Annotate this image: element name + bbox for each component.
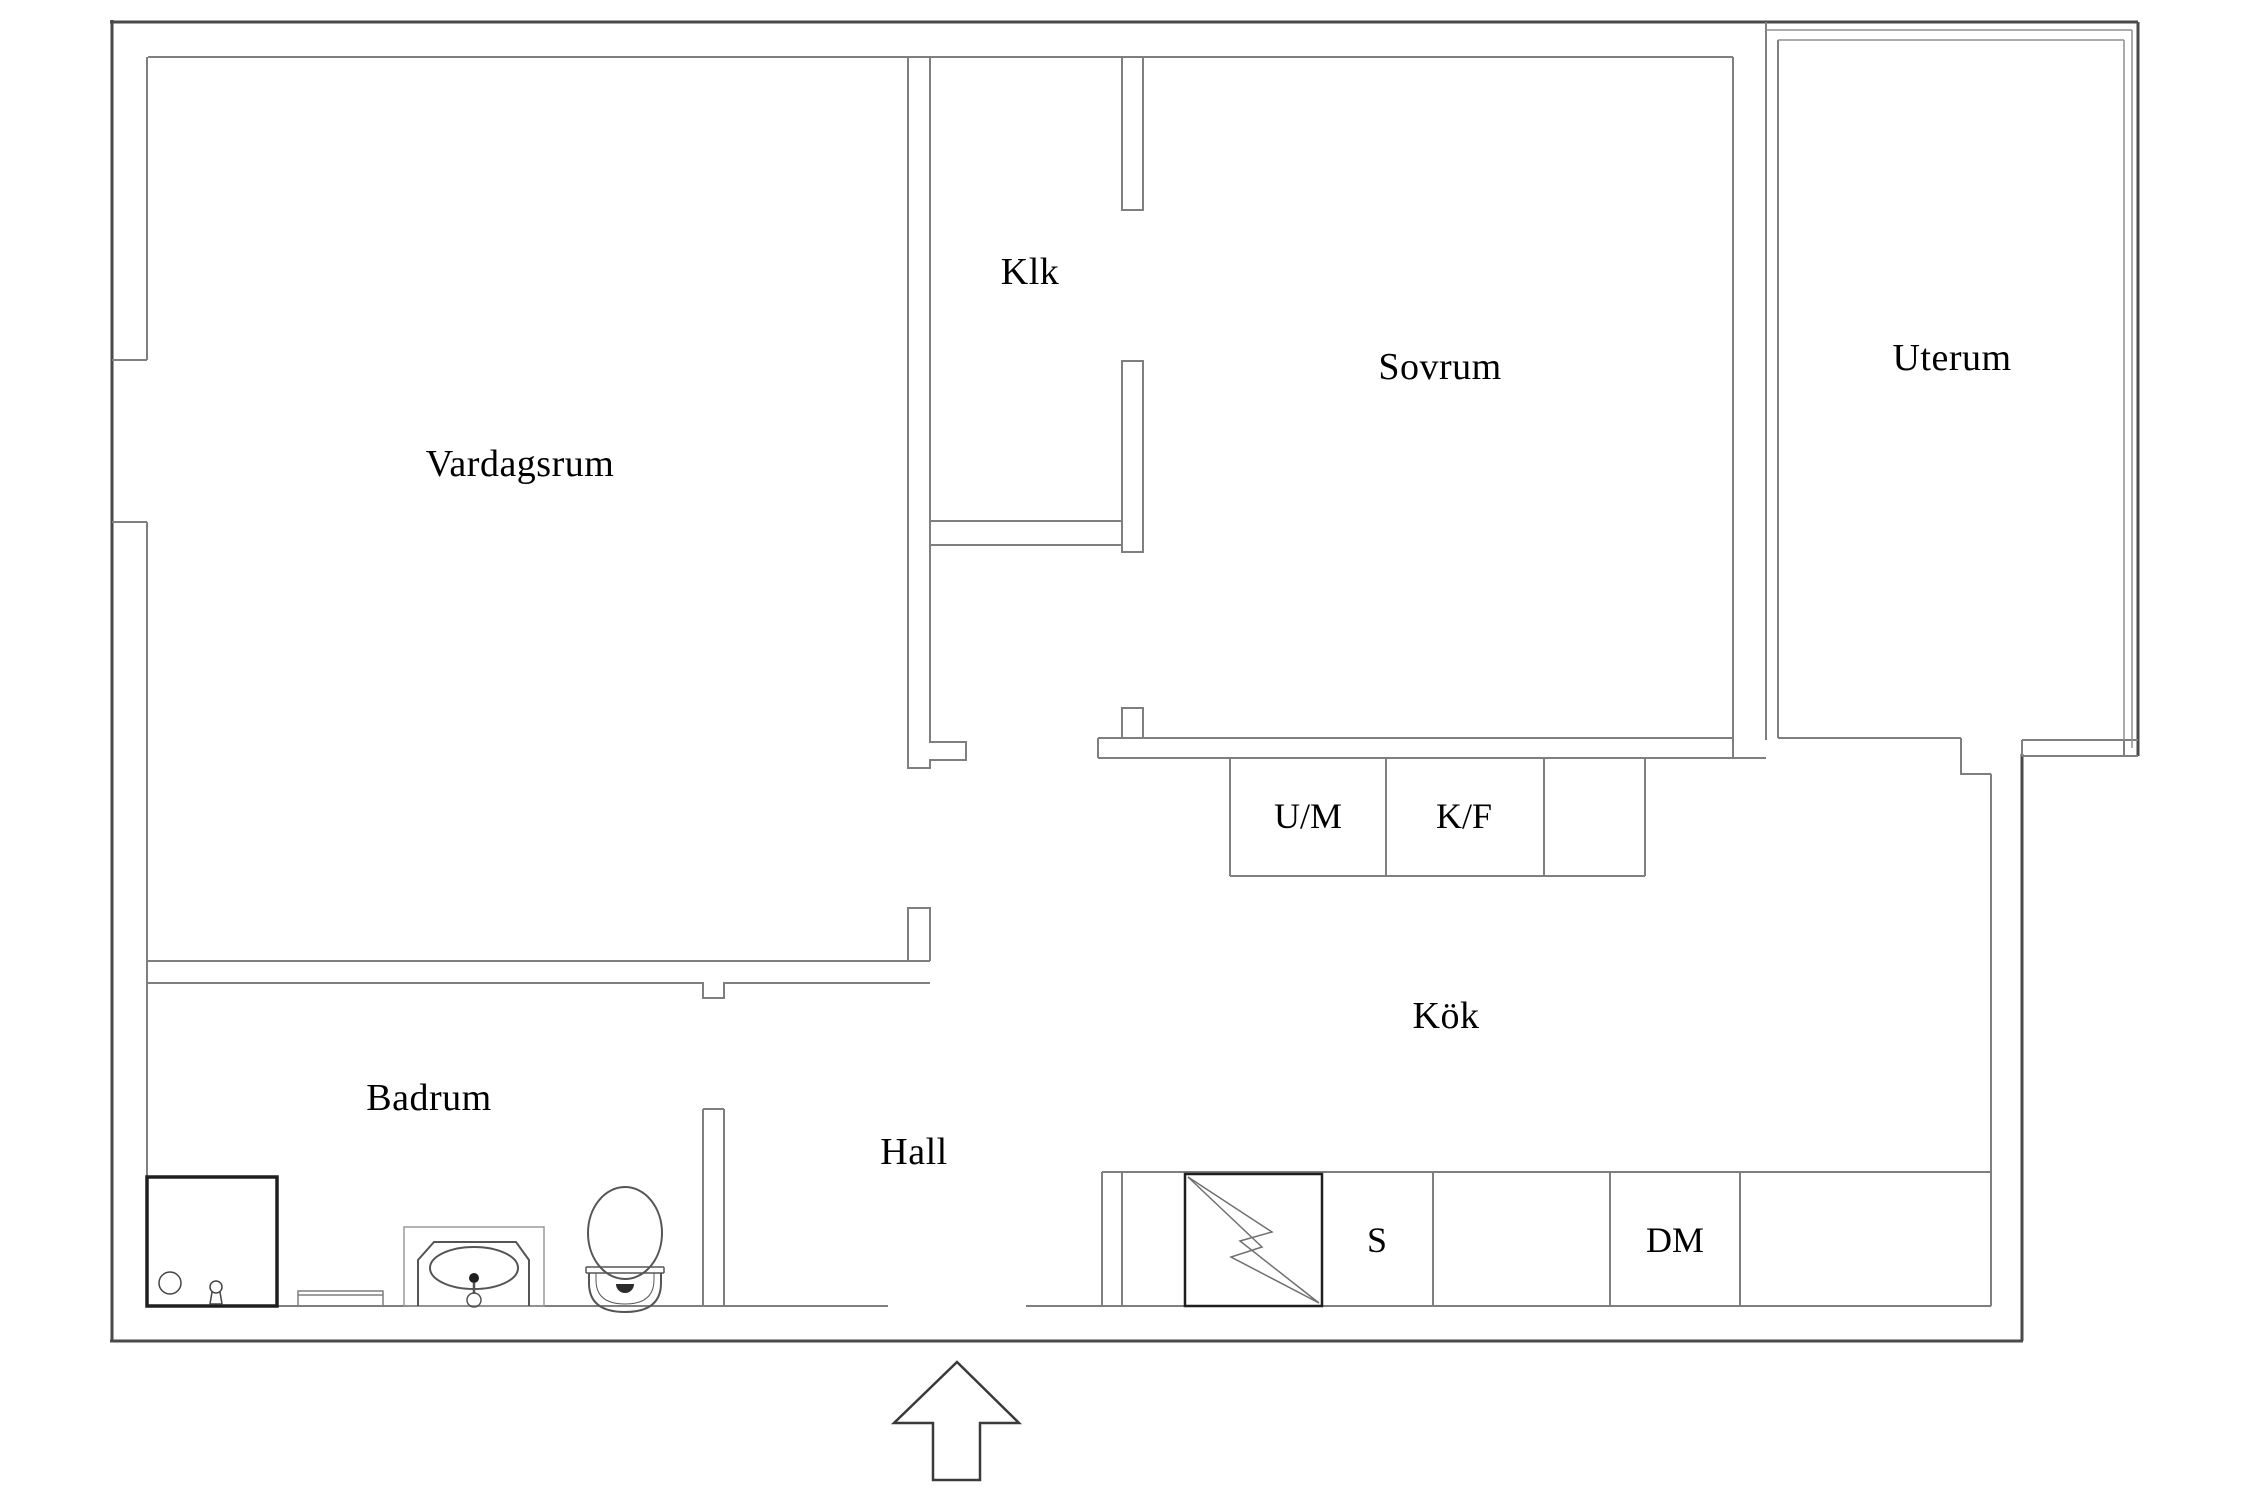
room-label-badrum: Badrum — [366, 1077, 492, 1119]
room-label-vardagsrum: Vardagsrum — [425, 443, 615, 485]
appliance-label-s: S — [1366, 1220, 1388, 1260]
counter-row — [1122, 1171, 1991, 1306]
walls-outer — [110, 20, 2140, 1343]
appliance-label-kf: K/F — [1435, 796, 1493, 836]
room-label-hall: Hall — [880, 1131, 948, 1173]
shower-icon — [145, 1175, 279, 1308]
appliance-label-um: U/M — [1273, 796, 1343, 836]
room-label-sovrum: Sovrum — [1378, 346, 1502, 388]
bath-mat-icon — [297, 1290, 384, 1307]
room-label-klk: Klk — [1000, 251, 1060, 293]
lightning-bolt-icon — [1187, 1176, 1320, 1304]
room-label-kok: Kök — [1412, 995, 1480, 1037]
electrical-panel — [1183, 1172, 1324, 1308]
appliance-label-dm: DM — [1645, 1220, 1705, 1260]
entrance-arrow-icon — [890, 1360, 1023, 1482]
toilet-icon — [585, 1186, 665, 1314]
sink-icon — [403, 1226, 545, 1308]
kitchen-cabinets — [1229, 758, 1646, 877]
glass-walls — [1766, 29, 2133, 748]
room-label-uterum: Uterum — [1892, 337, 2012, 379]
